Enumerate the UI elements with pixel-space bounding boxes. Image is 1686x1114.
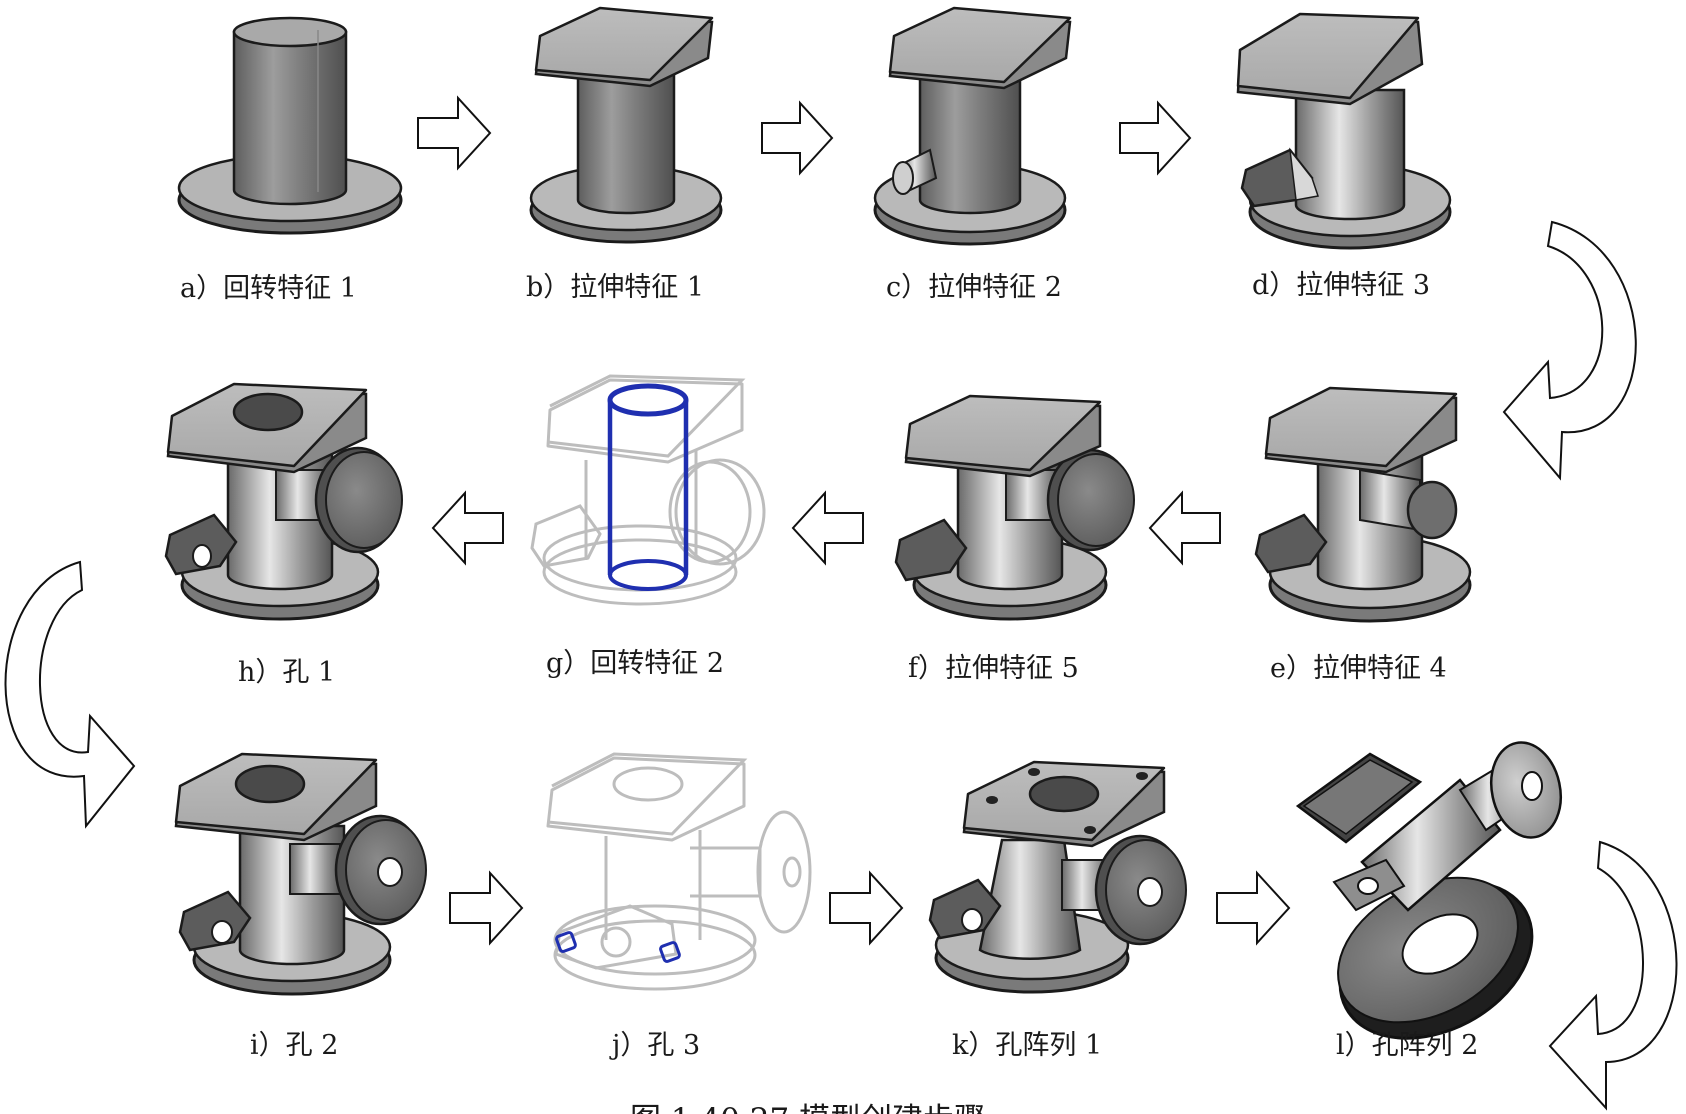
model-l-hole-pattern-2 xyxy=(1295,741,1562,1040)
model-f-extrude-5 xyxy=(894,394,1135,621)
caption-l: l）孔阵列 2 xyxy=(1336,1030,1478,1061)
model-k-hole-pattern-1 xyxy=(928,760,1187,994)
caption-a: a）回转特征 1 xyxy=(180,273,357,304)
model-h-hole-1 xyxy=(164,382,403,621)
model-d-extrude-3 xyxy=(1236,12,1452,250)
caption-c: c）拉伸特征 2 xyxy=(886,272,1062,303)
model-b-extrude-1 xyxy=(529,6,723,244)
figure-caption: 图 1.40.27 模型创建步骤 xyxy=(630,1102,985,1114)
arrow-left-icon xyxy=(1148,490,1221,566)
model-j-hole-3 xyxy=(546,752,812,991)
curved-arrow-icon xyxy=(4,560,136,829)
caption-e: e）拉伸特征 4 xyxy=(1270,653,1447,684)
model-i-hole-2 xyxy=(174,752,427,996)
caption-b: b）拉伸特征 1 xyxy=(526,272,704,303)
model-c-extrude-2 xyxy=(873,6,1072,246)
curved-arrow-icon xyxy=(1502,220,1637,481)
model-e-extrude-4 xyxy=(1254,386,1472,623)
caption-j: j）孔 3 xyxy=(609,1030,700,1061)
caption-h: h）孔 1 xyxy=(238,657,335,688)
caption-k: k）孔阵列 1 xyxy=(952,1030,1102,1061)
arrow-right-icon xyxy=(829,870,904,946)
arrow-right-icon xyxy=(1216,870,1291,946)
arrow-right-icon xyxy=(417,95,492,171)
arrow-right-icon xyxy=(449,870,524,946)
arrow-right-icon xyxy=(761,100,834,176)
curved-arrow-icon xyxy=(1548,840,1678,1111)
model-a-revolve-1 xyxy=(177,16,403,235)
arrow-left-icon xyxy=(431,490,504,566)
caption-d: d）拉伸特征 3 xyxy=(1252,270,1430,301)
arrow-right-icon xyxy=(1119,100,1192,176)
arrow-left-icon xyxy=(791,490,864,566)
model-g-revolve-2 xyxy=(530,374,766,606)
caption-i: i）孔 2 xyxy=(250,1030,338,1061)
caption-g: g）回转特征 2 xyxy=(546,648,724,679)
caption-f: f）拉伸特征 5 xyxy=(908,653,1079,684)
